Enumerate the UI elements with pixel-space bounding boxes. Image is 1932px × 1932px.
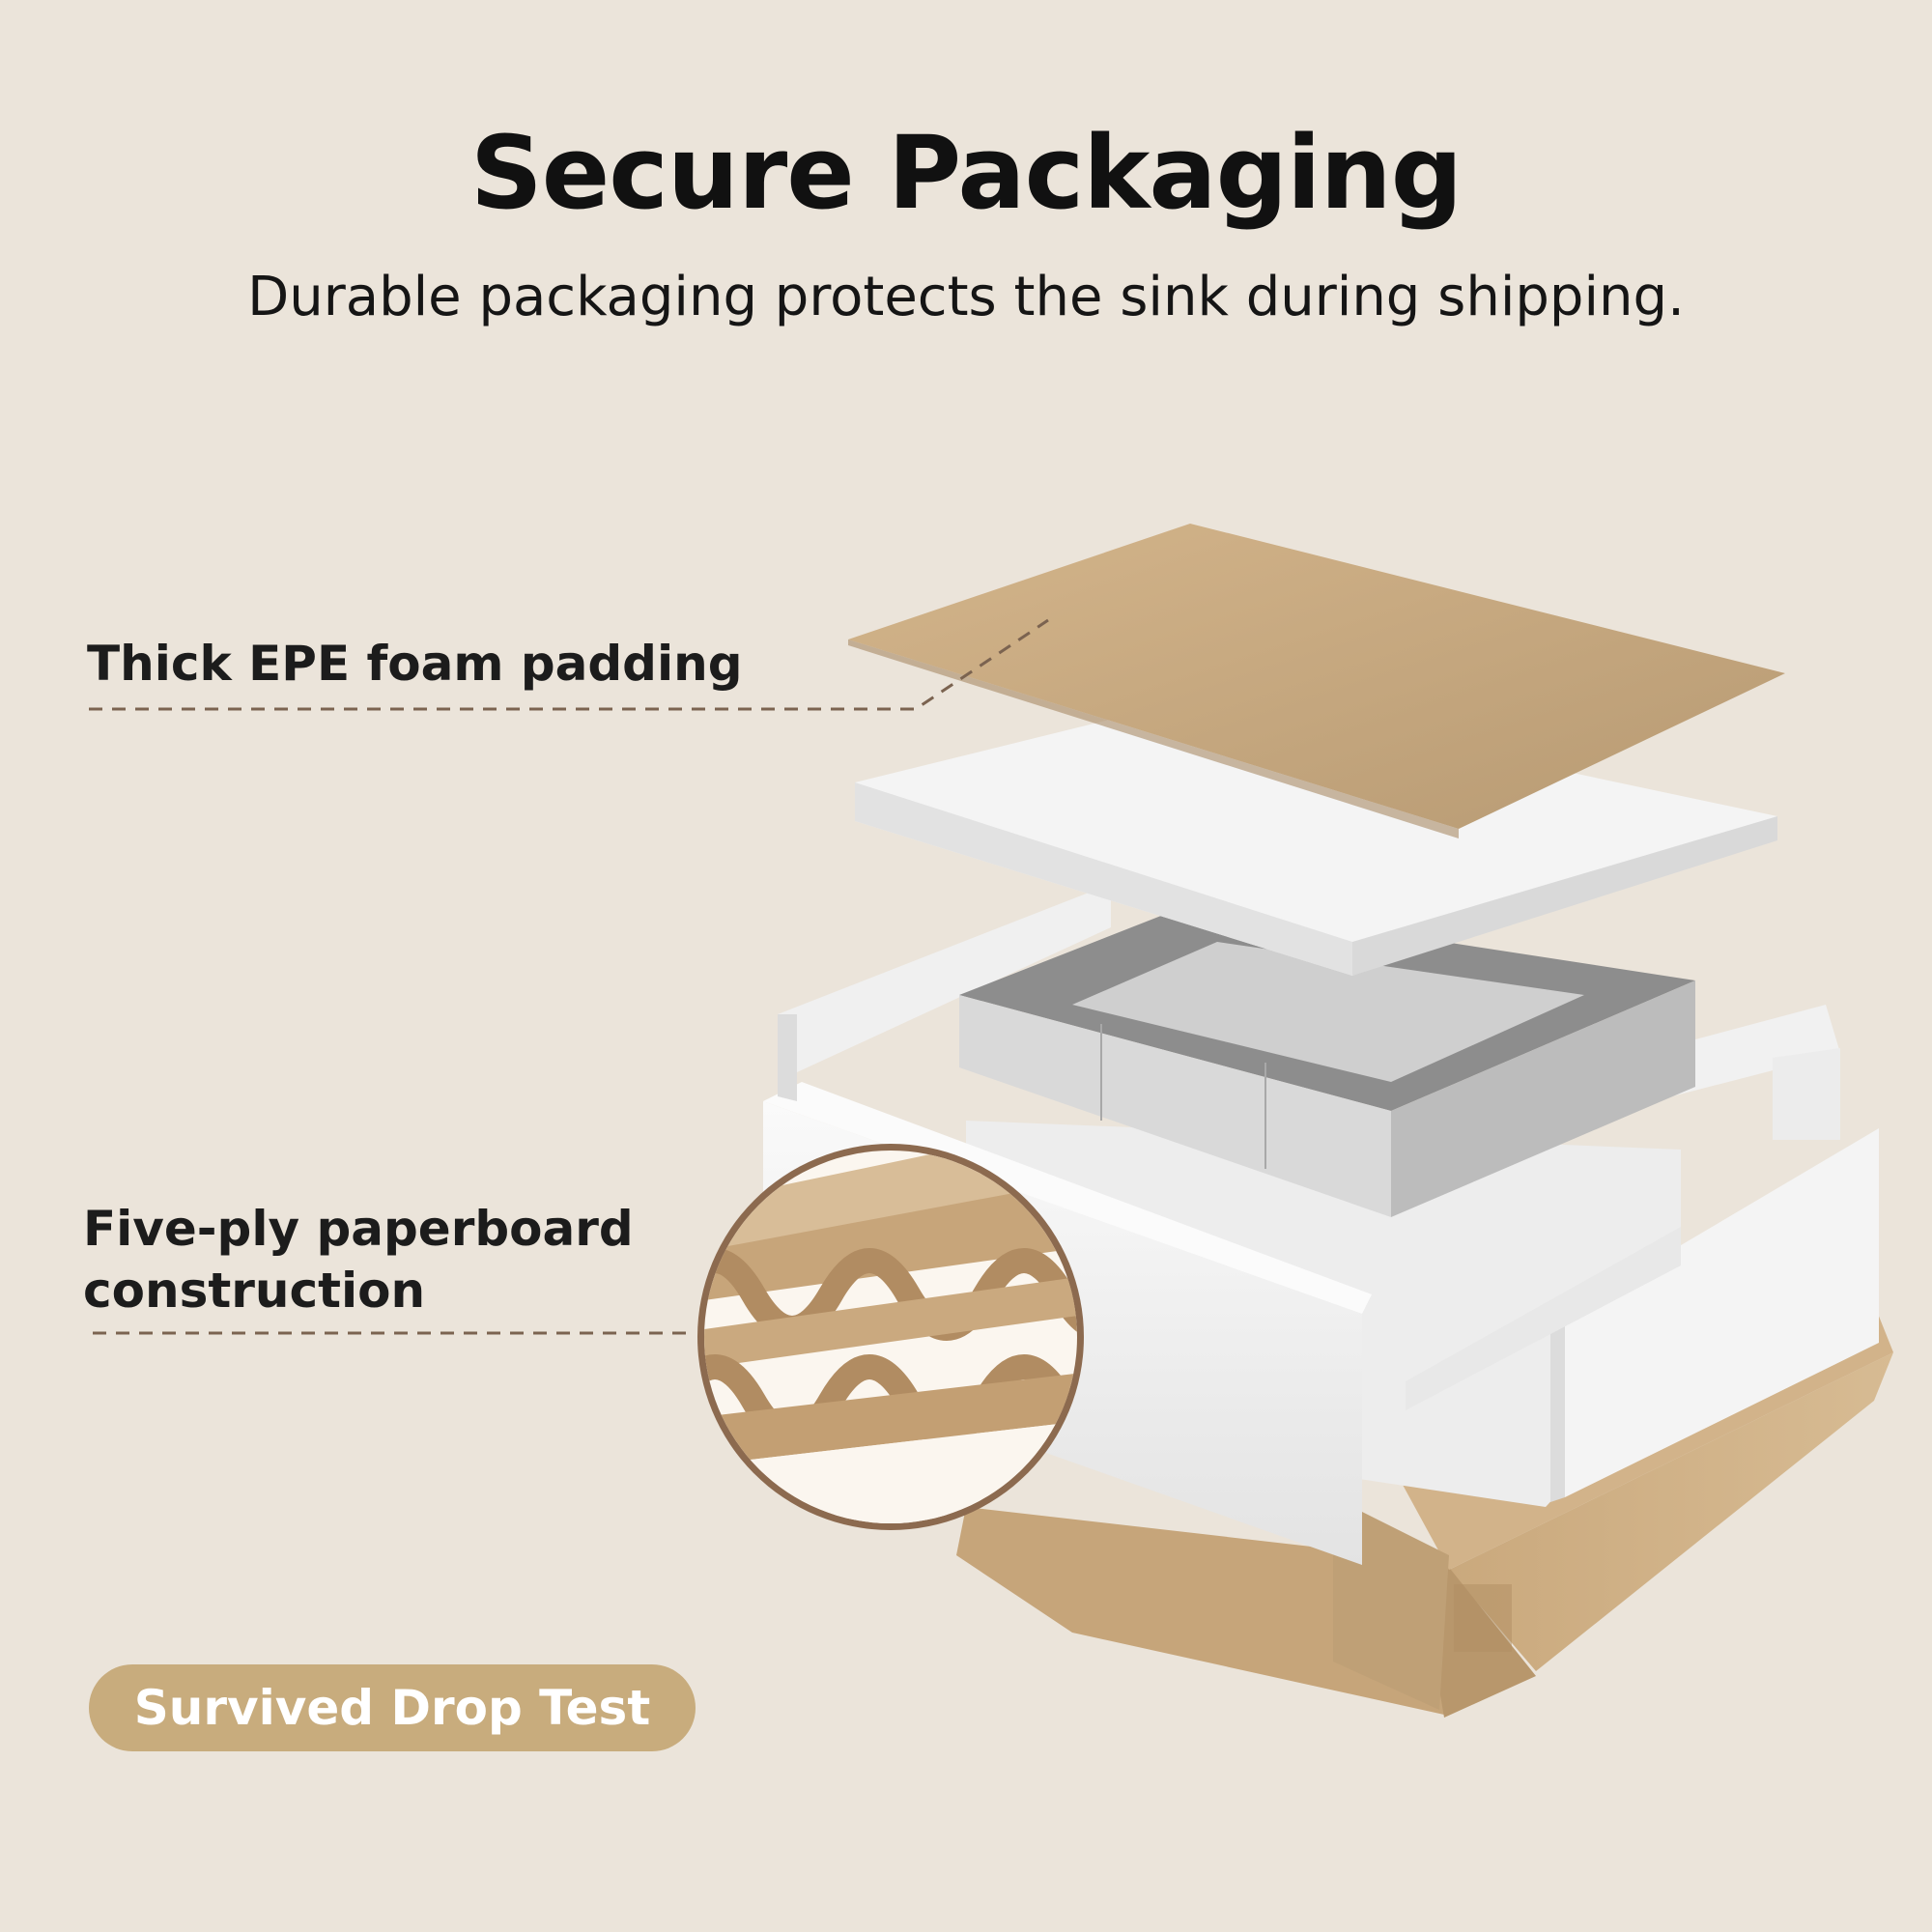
top-foam-sheet: [855, 696, 1777, 976]
page-title: Secure Packaging: [469, 114, 1463, 232]
callout-foam-padding: Thick EPE foam padding: [87, 633, 743, 695]
leader-line-foam: [89, 618, 1049, 711]
page-subtitle: Durable packaging protects the sink duri…: [247, 266, 1685, 328]
top-cardboard-sheet: [848, 524, 1785, 838]
callout-foam-padding-label: Thick EPE foam padding: [87, 636, 743, 692]
callout-paperboard-line2: construction: [83, 1263, 426, 1319]
sink-tray: [959, 903, 1695, 1217]
drop-test-badge: Survived Drop Test: [89, 1664, 696, 1751]
corrugated-magnifier: [697, 1144, 1084, 1530]
callout-paperboard: Five-ply paperboard construction: [83, 1198, 634, 1321]
callout-paperboard-line1: Five-ply paperboard: [83, 1201, 634, 1257]
